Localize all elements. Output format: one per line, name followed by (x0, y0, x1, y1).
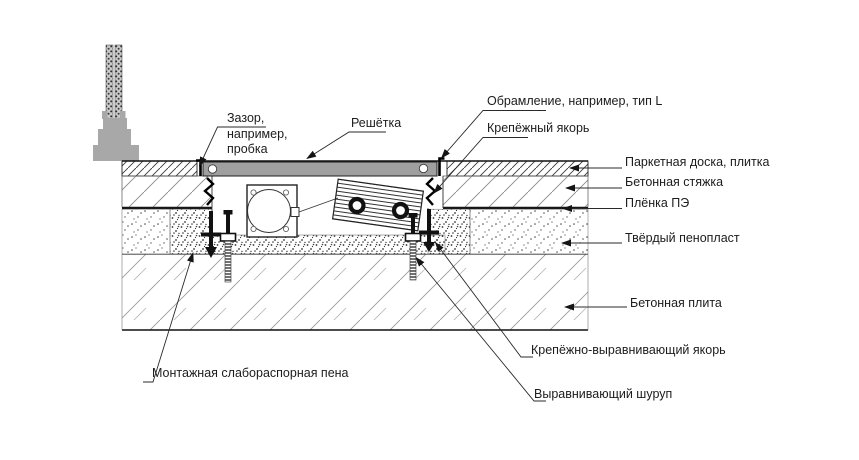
leader-frame-l (440, 110, 546, 159)
window-frame-profile (93, 111, 139, 161)
parquet-layer (121, 160, 589, 177)
fixing-leveling-anchor-left (201, 211, 221, 258)
fixing-leveling-anchor-right (419, 209, 439, 252)
mounting-foam-label: Монтажная слабораспорная пена (152, 366, 349, 380)
window-glazing (105, 44, 123, 126)
parquet-label: Паркетная доска, плитка (625, 155, 770, 169)
leader-lines (143, 110, 627, 402)
fixing-leveling-anchor-label: Крепёжно-выравнивающий якорь (531, 343, 726, 357)
pe-film-label: Плёнка ПЭ (625, 196, 690, 210)
leader-grille (306, 131, 386, 160)
grille (202, 161, 438, 177)
leader-leveling-screw (415, 256, 546, 402)
frame-l-label: Обрамление, например, тип L (487, 94, 663, 108)
gap-label: Зазор, например, пробка (227, 111, 288, 156)
leader-gap (199, 126, 266, 167)
leader-fixing-anchor (433, 137, 528, 194)
fixing-anchor-right (425, 177, 437, 206)
rigid-foam-label: Твёрдый пенопласт (625, 231, 740, 245)
leveling-screw-label: Выравнивающий шуруп (534, 387, 673, 401)
heat-exchanger-block (331, 178, 425, 232)
fixing-anchor-left (203, 177, 215, 206)
fixing-anchor-label: Крепёжный якорь (487, 121, 590, 135)
screed-layer (121, 175, 589, 208)
fan-box-unit (246, 184, 339, 238)
leader-fix-lev-anchor (434, 241, 533, 358)
grille-label: Решётка (351, 116, 402, 130)
grille-screw-hole-left (207, 164, 218, 174)
grille-screw-hole-right (418, 163, 429, 174)
pipe-connection-left (348, 196, 366, 215)
concrete-slab-label: Бетонная плита (630, 296, 722, 310)
leader-mounting-foam (143, 252, 194, 383)
leveling-screw-left (219, 210, 237, 283)
pe-film-layer (122, 207, 588, 210)
pipe-connection-right (391, 201, 410, 220)
concrete-slab-layer (121, 253, 589, 331)
screed-label: Бетонная стяжка (625, 175, 724, 189)
